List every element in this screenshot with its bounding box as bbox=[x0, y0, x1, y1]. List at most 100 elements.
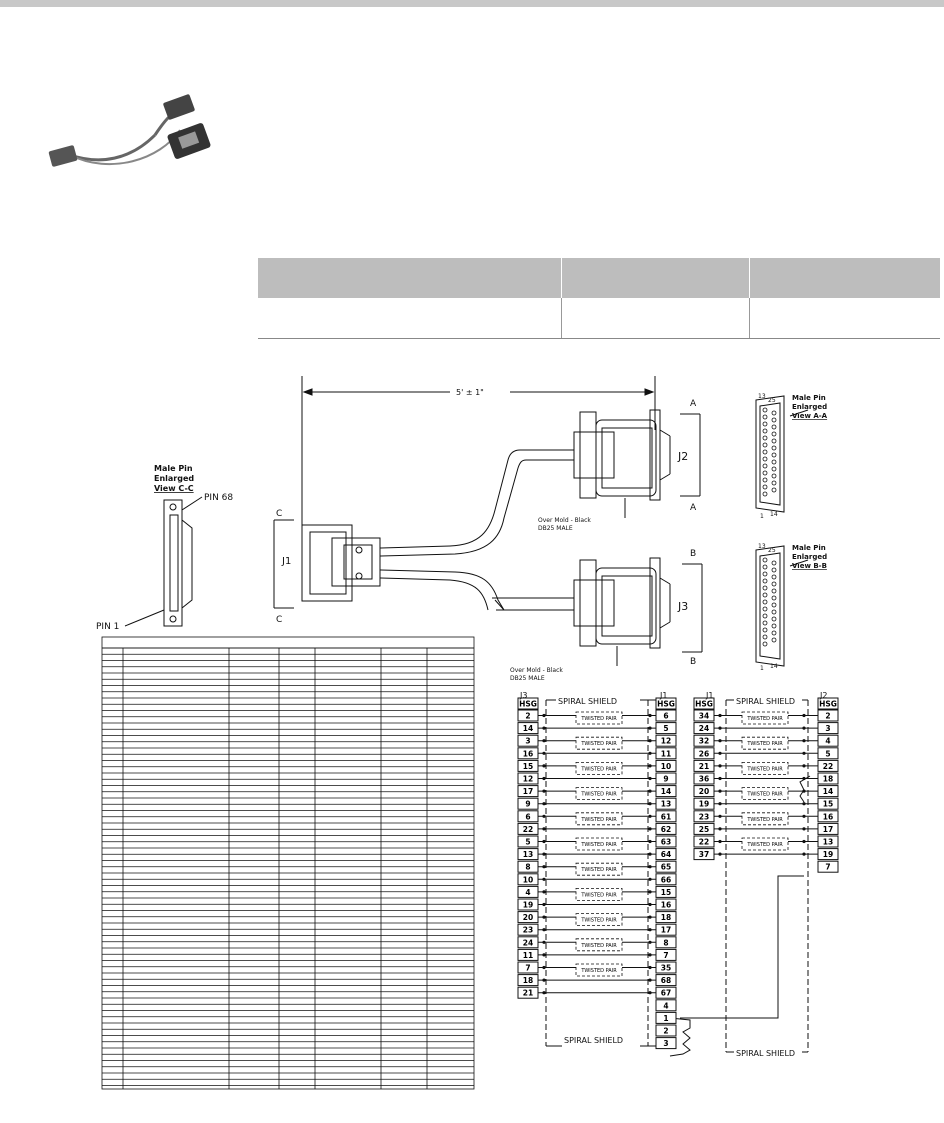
twisted-pair-label: TWISTED PAIR bbox=[580, 943, 617, 949]
c-mark: C bbox=[276, 615, 282, 625]
twisted-pair-label: TWISTED PAIR bbox=[580, 892, 617, 898]
j2-pin: 17 bbox=[823, 825, 833, 834]
j1-pin: 68 bbox=[661, 976, 671, 985]
wire-node bbox=[718, 802, 722, 806]
overmold-label: Over Mold - Black bbox=[510, 667, 563, 674]
j2-pin-box bbox=[817, 848, 839, 861]
j1-pin: 64 bbox=[661, 850, 671, 859]
j2-pin-box bbox=[817, 810, 839, 823]
j2-pin-box bbox=[817, 822, 839, 835]
wire-node bbox=[542, 991, 546, 995]
wire-node bbox=[648, 751, 652, 755]
j2-pin-box bbox=[817, 785, 839, 798]
j2-pin-box bbox=[817, 860, 839, 873]
j1-pin: 24 bbox=[699, 724, 709, 733]
j1-pin: 20 bbox=[699, 787, 709, 796]
j1-pin: 18 bbox=[661, 913, 671, 922]
view-a-title: Enlarged bbox=[792, 403, 827, 411]
twisted-pair-box bbox=[575, 762, 623, 775]
wire-node bbox=[718, 764, 722, 768]
wire-node bbox=[718, 852, 722, 856]
twisted-pair-box bbox=[575, 837, 623, 851]
wire-node bbox=[648, 865, 652, 869]
j1-pin: 26 bbox=[699, 749, 709, 758]
wire-node bbox=[648, 764, 652, 768]
twisted-pair-label: TWISTED PAIR bbox=[746, 716, 783, 722]
j1-pin: 61 bbox=[661, 812, 671, 821]
view-a-title: Male Pin bbox=[792, 394, 826, 402]
j1-pin: 11 bbox=[661, 749, 671, 758]
wire-node bbox=[542, 802, 546, 806]
twisted-pair-label: TWISTED PAIR bbox=[746, 842, 783, 848]
wire-node bbox=[648, 789, 652, 793]
j1-pin-box bbox=[655, 1037, 677, 1050]
view-a-title: View A-A bbox=[792, 412, 828, 420]
twisted-pair-label: TWISTED PAIR bbox=[580, 766, 617, 772]
view-b-title: View B-B bbox=[792, 562, 827, 570]
wire-node bbox=[648, 802, 652, 806]
twisted-pair-label: TWISTED PAIR bbox=[580, 741, 617, 747]
wire-node bbox=[542, 877, 546, 881]
j1-label: J1 bbox=[281, 556, 291, 567]
pin-number: 14 bbox=[770, 511, 778, 518]
twisted-pair-label: TWISTED PAIR bbox=[580, 817, 617, 823]
wire-node bbox=[802, 852, 806, 856]
db25-pins-b bbox=[762, 557, 777, 647]
wire-node bbox=[718, 776, 722, 781]
part-table-cell bbox=[258, 298, 563, 339]
j1-pin: 16 bbox=[661, 901, 671, 910]
j2-pin-box bbox=[817, 747, 839, 760]
spiral-shield-label: SPIRAL SHIELD bbox=[558, 697, 617, 706]
wire-node bbox=[718, 839, 722, 844]
wire-node bbox=[718, 789, 722, 793]
wire-node bbox=[542, 827, 546, 831]
wire-node bbox=[648, 852, 652, 856]
part-table-header bbox=[749, 258, 940, 298]
wire-node bbox=[542, 789, 546, 793]
wire-node bbox=[802, 802, 806, 806]
wire-node bbox=[648, 991, 652, 995]
twisted-pair-box bbox=[575, 711, 623, 725]
wire-node bbox=[542, 928, 546, 932]
wire-node bbox=[718, 814, 722, 818]
wire-node bbox=[718, 751, 722, 755]
twisted-pair-box bbox=[575, 963, 623, 977]
view-c-title: Enlarged bbox=[154, 474, 194, 483]
j1-pin: 25 bbox=[699, 825, 709, 834]
twisted-pair-box bbox=[575, 862, 623, 876]
wire-node bbox=[542, 713, 546, 718]
twisted-pair-box bbox=[575, 938, 623, 952]
j2-pin: 19 bbox=[823, 850, 833, 859]
wire-node bbox=[542, 839, 546, 844]
j1-pin: 19 bbox=[699, 800, 709, 809]
wire-node bbox=[648, 978, 652, 982]
j1-pin: 65 bbox=[661, 863, 671, 872]
j2-label: J2 bbox=[677, 450, 688, 463]
overmold-label: DB25 MALE bbox=[510, 675, 545, 682]
j3-pin: 2 bbox=[525, 712, 530, 721]
twisted-pair-box bbox=[575, 812, 623, 826]
j3-pin: 8 bbox=[525, 863, 530, 872]
wire-node bbox=[802, 814, 806, 818]
j2-pin: 16 bbox=[823, 812, 833, 821]
wire-node bbox=[648, 953, 652, 957]
j1-pin: 35 bbox=[661, 964, 671, 973]
wire-node bbox=[542, 865, 546, 869]
wire-node bbox=[648, 739, 652, 743]
pin-68-label: PIN 68 bbox=[204, 493, 233, 503]
pin-number: 14 bbox=[770, 663, 778, 670]
twisted-pair-box bbox=[741, 762, 789, 775]
j1-column-label: J1 bbox=[659, 691, 667, 700]
j1-pin: 32 bbox=[699, 737, 709, 746]
wire-node bbox=[718, 713, 722, 718]
overmold-label: Over Mold - Black bbox=[538, 517, 591, 524]
pin-1-label: PIN 1 bbox=[96, 622, 119, 632]
j2-pin: 15 bbox=[823, 800, 833, 809]
j3-pin: 11 bbox=[523, 951, 533, 960]
twisted-pair-box bbox=[741, 787, 789, 800]
hsg-label-box bbox=[655, 697, 677, 710]
part-table-header bbox=[561, 258, 750, 298]
j1-pin: 14 bbox=[661, 787, 671, 796]
pin-number: 13 bbox=[758, 393, 766, 400]
